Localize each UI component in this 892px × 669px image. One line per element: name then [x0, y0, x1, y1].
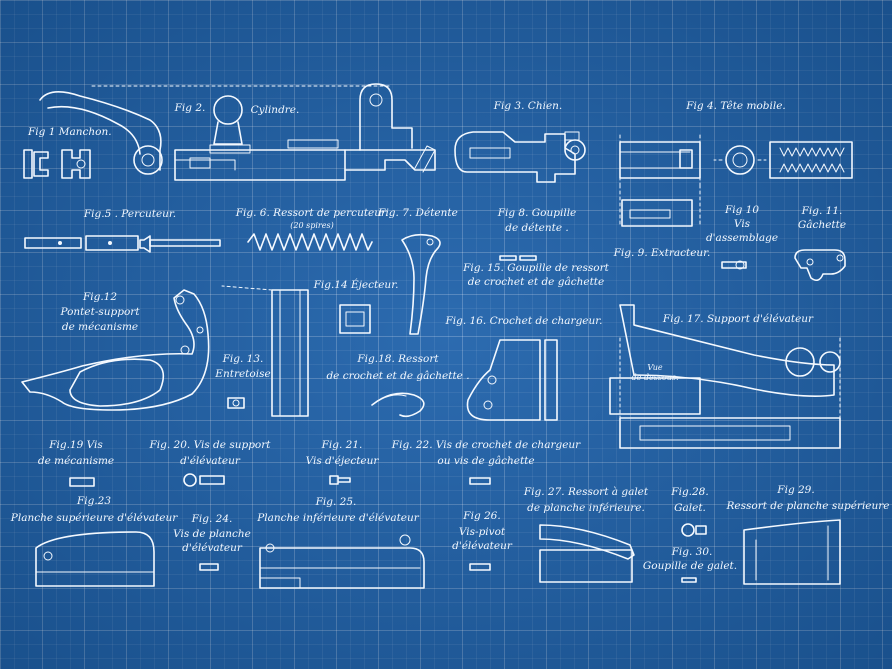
fig13-label: Fig. 13.	[222, 353, 264, 365]
fig14-ejector-drawing	[339, 304, 371, 334]
fig7-label: Fig. 7. Détente	[378, 207, 458, 219]
fig2-number: Fig 2.	[174, 102, 206, 114]
fig17-elevator-support-drawing	[609, 304, 841, 449]
fig3-label: Fig 3. Chien.	[493, 100, 563, 112]
fig11-label: Fig. 11.	[801, 205, 843, 217]
fig26-sub-label: Vis-pivot	[458, 526, 506, 538]
fig7-trigger-drawing	[401, 233, 441, 335]
fig24-sub-label-2: d'élévateur	[182, 542, 242, 554]
fig17-view-sub-label: de dessous.	[631, 373, 679, 382]
fig12-sub-label-2: de mécanisme	[61, 321, 139, 333]
fig9-extractor-drawing	[721, 260, 747, 270]
fig2-label: Cylindre.	[250, 104, 300, 116]
fig26-sub-label-2: d'élévateur	[452, 540, 512, 552]
fig18-spring-drawing	[371, 392, 425, 418]
fig27-label: Fig. 27. Ressort à galet	[523, 486, 649, 498]
fig12-sub-label: Pontet-support	[60, 306, 140, 318]
fig10-label: Fig 10	[724, 204, 760, 216]
fig27-roller-spring-drawing	[539, 524, 635, 583]
fig12-label: Fig.12	[82, 291, 118, 303]
fig8-label: Fig 8. Goupille	[497, 207, 577, 219]
fig26-label: Fig 26.	[463, 510, 501, 522]
fig15-label: Fig. 15. Goupille de ressort	[463, 262, 609, 274]
fig23-upper-plate-drawing	[35, 531, 155, 587]
fig8-sub-label: de détente .	[505, 222, 569, 234]
fig30-sub-label: Goupille de galet.	[642, 560, 738, 572]
fig20-label: Fig. 20. Vis de support	[149, 439, 271, 451]
fig6-label: Fig. 6. Ressort de percuteur.	[235, 207, 389, 219]
fig6-spring-drawing	[247, 233, 373, 251]
fig17-view-label: Vue	[647, 363, 663, 372]
fig24-sub-label: Vis de planche	[173, 528, 251, 540]
fig6-sub-label: (20 spires)	[290, 221, 334, 230]
fig28-label: Fig.28.	[671, 486, 709, 498]
fig21-label: Fig. 21.	[321, 439, 363, 451]
fig5-label: Fig.5 . Percuteur.	[83, 208, 177, 220]
fig5-firing-pin-drawing	[24, 235, 221, 253]
fig25-label: Fig. 25.	[315, 496, 357, 508]
fig2-cylinder-drawing	[39, 83, 436, 181]
fig25-lower-plate-drawing	[259, 534, 425, 589]
fig24-label: Fig. 24.	[191, 513, 233, 525]
fig30-label: Fig. 30.	[671, 546, 713, 558]
screws-row-drawing	[69, 473, 491, 571]
fig18-sub-label: de crochet et de gâchette .	[326, 370, 470, 382]
fig16-label: Fig. 16. Crochet de chargeur.	[445, 315, 603, 327]
fig16-magazine-catch-drawing	[466, 339, 558, 421]
fig4-label: Fig 4. Tête mobile.	[686, 100, 786, 112]
fig10-sub-label: Vis	[733, 218, 751, 230]
fig29-sub-label: Ressort de planche supérieure	[726, 500, 890, 512]
fig19-label: Fig.19 Vis	[49, 439, 103, 451]
fig29-label: Fig 29.	[777, 484, 815, 496]
fig27-sub-label: de planche inférieure.	[527, 502, 645, 514]
fig20-sub-label: d'élévateur	[180, 455, 240, 467]
fig11-sear-drawing	[794, 249, 846, 282]
fig4-bolt-head-drawing	[619, 134, 853, 227]
fig9-label: Fig. 9. Extracteur.	[613, 247, 711, 259]
fig23-sub-label: Planche supérieure d'élévateur	[10, 512, 178, 524]
fig19-sub-label: de mécanisme	[37, 455, 115, 467]
fig29-upper-spring-drawing	[743, 519, 841, 585]
fig15-sub-label: de crochet et de gâchette	[467, 276, 605, 288]
fig1-label: Fig 1 Manchon.	[28, 126, 112, 138]
fig3-hammer-drawing	[454, 131, 586, 183]
fig28-sub-label: Galet.	[674, 502, 706, 514]
fig18-label: Fig.18. Ressort	[357, 353, 439, 365]
fig11-sub-label: Gâchette	[797, 219, 847, 231]
fig8-pin-drawing	[499, 255, 537, 261]
fig25-sub-label: Planche inférieure d'élévateur	[257, 512, 419, 524]
fig17-label: Fig. 17. Support d'élévateur	[662, 313, 814, 325]
fig22-label: Fig. 22. Vis de crochet de chargeur	[391, 439, 581, 451]
fig13-sub-label: Entretoise	[215, 368, 271, 380]
fig14-label: Fig.14 Éjecteur.	[313, 279, 399, 291]
fig12-trigger-guard-drawing	[21, 289, 210, 411]
fig22-sub-label: ou vis de gâchette	[437, 455, 535, 467]
fig1-sleeve-drawing	[23, 149, 91, 179]
fig10-sub-label-2: d'assemblage	[705, 232, 779, 244]
fig13-spacer-drawing	[221, 285, 309, 417]
fig23-label: Fig.23	[76, 495, 112, 507]
fig28-roller-drawing	[681, 523, 707, 583]
fig21-sub-label: Vis d'éjecteur	[305, 455, 379, 467]
